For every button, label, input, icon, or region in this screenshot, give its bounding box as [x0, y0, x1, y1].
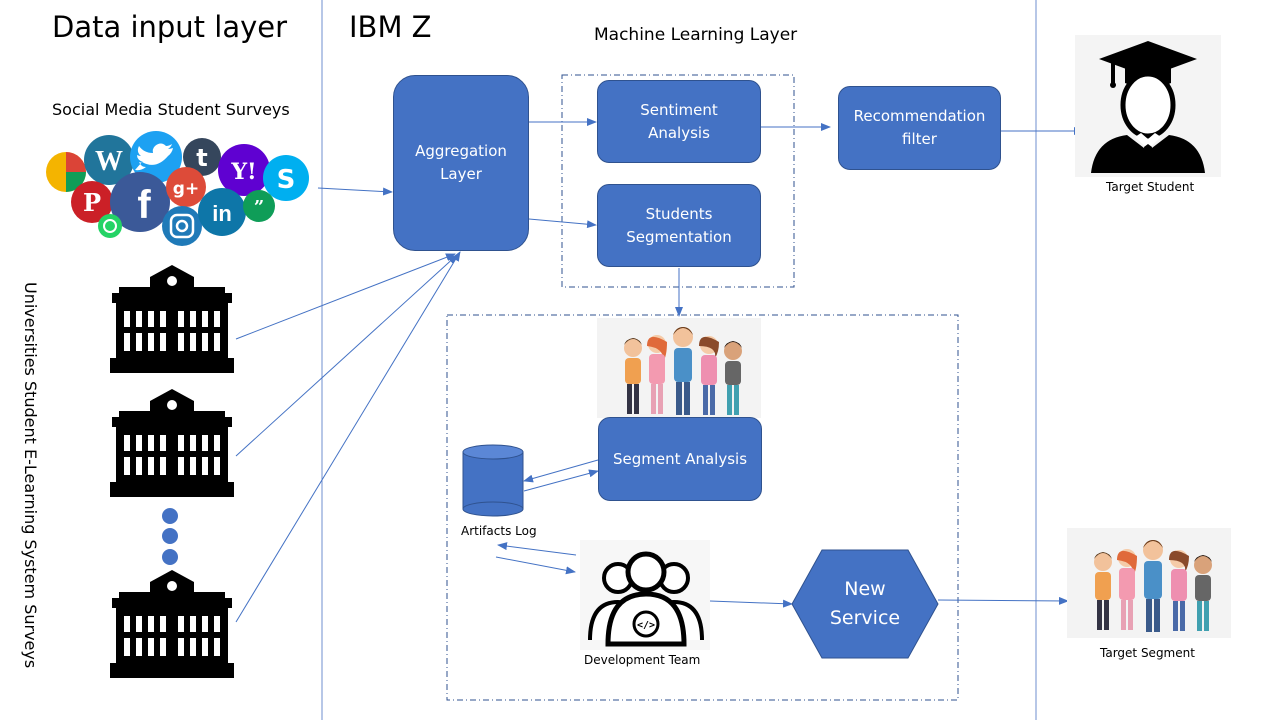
- arrow-university-to-aggregation: [235, 254, 458, 457]
- students-segmentation-box: Students Segmentation: [597, 184, 761, 267]
- development-team-caption: Development Team: [584, 653, 701, 667]
- artifacts-log-icon: [462, 444, 524, 517]
- arrow-service-to-segment: [937, 596, 1069, 605]
- graduate-student-icon: [1075, 35, 1221, 177]
- arrow-artifacts-to-segment: [523, 469, 599, 492]
- ibm-z-title: IBM Z: [349, 10, 432, 44]
- ml-layer-title: Machine Learning Layer: [594, 25, 798, 45]
- ml-layer-region: [561, 74, 795, 288]
- wordpress-icon: [84, 135, 134, 185]
- arrow-dev-to-artifacts: [497, 542, 577, 556]
- universities-label: Universities Student E-Learning System S…: [21, 282, 40, 669]
- svg-text:g+: g+: [173, 179, 199, 199]
- svg-text:S: S: [277, 165, 296, 195]
- arrow-social-to-aggregation: [317, 187, 393, 196]
- svg-text:f: f: [137, 183, 151, 227]
- segment-region: [446, 314, 959, 701]
- instagram-icon: [162, 206, 202, 246]
- linkedin-icon: [198, 188, 246, 236]
- arrow-dev-to-service: [709, 599, 793, 608]
- student-figure: [624, 338, 642, 414]
- ellipsis-dot: [162, 549, 178, 565]
- svg-text:in: in: [212, 201, 232, 226]
- social-media-icons: W t Y! S P f g+ in ”: [46, 131, 309, 246]
- tumblr-icon: [183, 138, 221, 176]
- facebook-icon: [110, 172, 170, 232]
- arrow-artifacts-to-dev: [495, 556, 576, 575]
- target-student-caption: Target Student: [1106, 180, 1195, 194]
- student-figure: [1143, 540, 1163, 632]
- student-figure: [1169, 550, 1189, 631]
- target-segment-caption: Target Segment: [1100, 646, 1195, 660]
- whatsapp-icon: [98, 214, 122, 238]
- university-building-icon: [110, 389, 234, 497]
- pinterest-icon: [71, 181, 113, 223]
- student-figure: [1117, 549, 1137, 630]
- svg-text:W: W: [95, 146, 123, 177]
- student-figure: [647, 335, 667, 414]
- aggregation-layer-box: Aggregation Layer: [393, 75, 529, 251]
- new-service-label: New Service: [829, 578, 901, 629]
- arrow-segment-to-artifacts: [523, 459, 599, 483]
- arrow-university-to-aggregation: [235, 253, 456, 340]
- social-media-label: Social Media Student Surveys: [52, 100, 290, 119]
- google-plus-icon: [166, 167, 206, 207]
- hangouts-icon: [243, 190, 275, 222]
- students-group-image: [597, 318, 761, 418]
- data-input-layer-title: Data input layer: [52, 10, 288, 44]
- university-building-icon: [110, 265, 234, 373]
- development-team-icon: </>: [580, 540, 710, 650]
- arrow-university-to-aggregation: [235, 251, 461, 623]
- segment-analysis-box: Segment Analysis: [598, 417, 762, 501]
- svg-text:t: t: [196, 144, 207, 172]
- recommendation-filter-box: Recommendation filter: [838, 86, 1001, 170]
- svg-text:</>: </>: [637, 620, 655, 631]
- student-figure: [1194, 555, 1212, 631]
- new-service-hexagon: [791, 549, 939, 659]
- svg-text:”: ”: [254, 197, 264, 218]
- artifacts-log-caption: Artifacts Log: [461, 524, 537, 538]
- sentiment-analysis-box: Sentiment Analysis: [597, 80, 761, 163]
- svg-text:Y!: Y!: [230, 159, 256, 185]
- ellipsis-dot: [162, 528, 178, 544]
- skype-icon: [263, 155, 309, 201]
- student-figure: [1094, 552, 1112, 630]
- student-figure: [724, 341, 742, 415]
- university-building-icon: [110, 570, 234, 678]
- arrow-aggregation-to-segmentation: [528, 218, 597, 229]
- yahoo-icon: [218, 144, 270, 196]
- ellipsis-dot: [162, 508, 178, 524]
- student-figure: [673, 327, 693, 415]
- svg-text:P: P: [83, 188, 101, 217]
- student-figure: [699, 336, 719, 415]
- target-segment-image: [1067, 528, 1231, 638]
